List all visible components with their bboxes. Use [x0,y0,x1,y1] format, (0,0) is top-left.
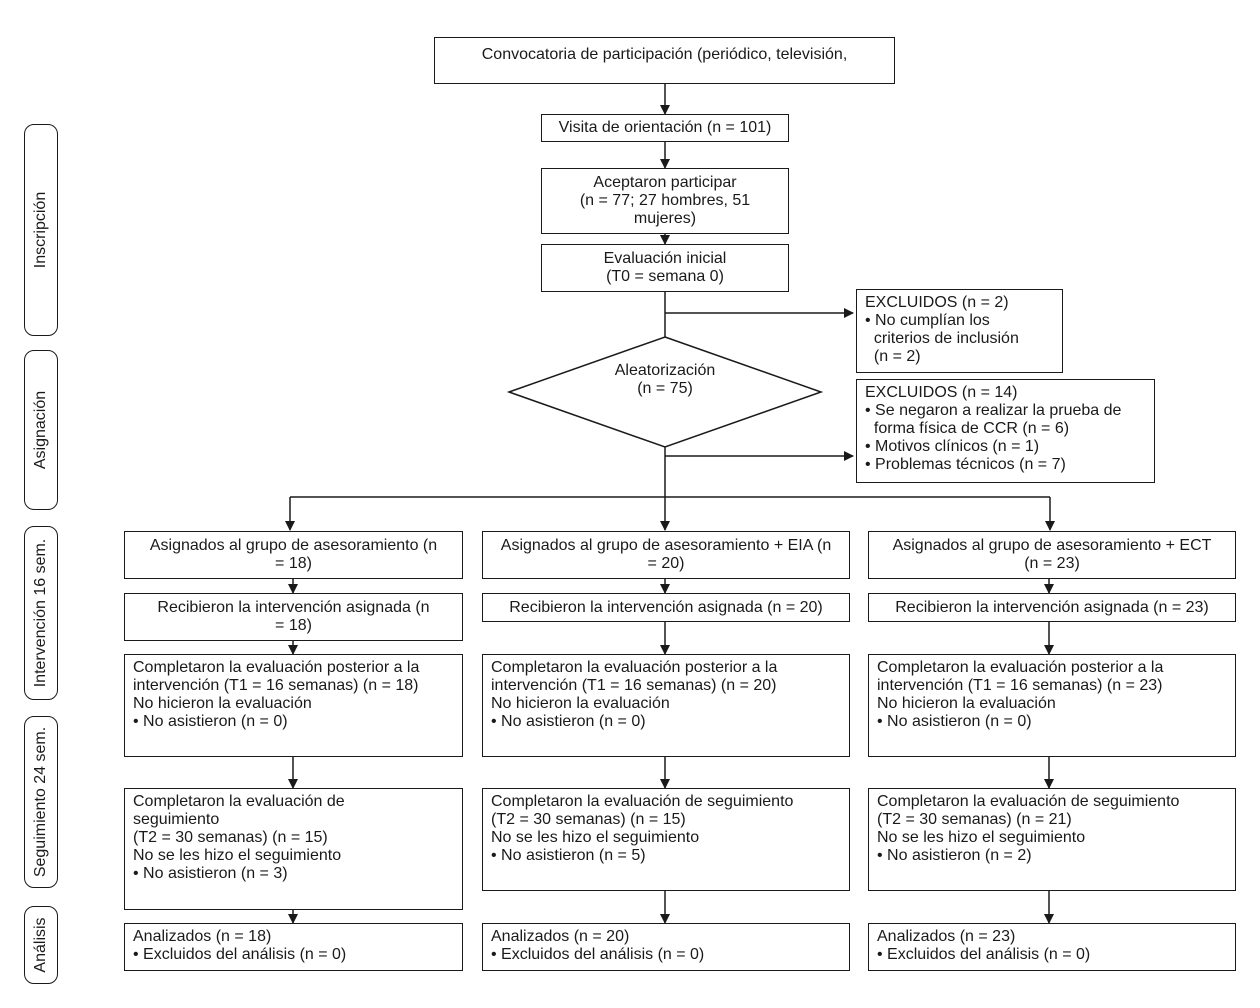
box-text: (T2 = 30 semanas) (n = 21) [877,811,1072,828]
box-text: intervención (T1 = 16 semanas) (n = 20) [491,677,777,694]
excluidos-box-2: EXCLUIDOS (n = 14) • Se negaron a realiz… [856,379,1155,483]
analizados-box-g2: Analizados (n = 20) • Excluidos del anál… [482,923,850,971]
box-text: Completaron la evaluación posterior a la [491,659,778,676]
box-text: • Motivos clínicos (n = 1) [865,438,1040,455]
box-text: Convocatoria de participación (periódico… [481,46,848,63]
box-text: Analizados (n = 20) [491,928,630,945]
stage-seguimiento: Seguimiento 24 sem. [24,716,58,888]
aceptaron-box: Aceptaron participar (n = 77; 27 hombres… [541,168,789,234]
convocatoria-box: Convocatoria de participación (periódico… [434,37,895,84]
box-text: mujeres) [633,210,697,227]
box-text: (n = 23) [1024,555,1080,572]
visita-box: Visita de orientación (n = 101) [541,114,789,142]
box-text: • Excluidos del análisis (n = 0) [877,946,1091,963]
box-text: • No asistieron (n = 5) [491,847,646,864]
completaron-t2-box-g3: Completaron la evaluación de seguimiento… [868,788,1236,891]
asignados-box-g3: Asignados al grupo de asesoramiento + EC… [868,531,1236,579]
analizados-box-g3: Analizados (n = 23) • Excluidos del anál… [868,923,1236,971]
box-text: No se les hizo el seguimiento [133,847,342,864]
box-text: (n = 75) [637,380,693,397]
box-text: • No asistieron (n = 3) [133,865,288,882]
box-text: • Excluidos del análisis (n = 0) [491,946,705,963]
completaron-t1-box-g3: Completaron la evaluación posterior a la… [868,654,1236,757]
box-text: Recibieron la intervención asignada (n [157,599,430,616]
box-text: (T0 = semana 0) [606,268,724,285]
box-text: Analizados (n = 18) [133,928,272,945]
box-text: • No asistieron (n = 0) [133,713,288,730]
box-text: Asignados al grupo de asesoramiento + EC… [892,537,1212,554]
box-text: No hicieron la evaluación [133,695,312,712]
box-text: Evaluación inicial [603,250,727,267]
box-text: Visita de orientación (n = 101) [558,119,772,136]
stage-asignacion: Asignación [24,350,58,510]
aleatorizacion-diamond [506,336,824,448]
box-text: No hicieron la evaluación [491,695,670,712]
box-text: No se les hizo el seguimiento [491,829,700,846]
box-text: (n = 77; 27 hombres, 51 [579,192,751,209]
box-text: EXCLUIDOS (n = 2) [865,294,1009,311]
recibieron-box-g2: Recibieron la intervención asignada (n =… [482,593,850,622]
box-text: intervención (T1 = 16 semanas) (n = 23) [877,677,1163,694]
box-text: Aceptaron participar [593,174,737,191]
stage-label: Análisis [32,917,49,973]
box-text: Completaron la evaluación posterior a la [133,659,420,676]
box-text: Analizados (n = 23) [877,928,1016,945]
stage-label: Inscripción [32,191,49,269]
box-text: = 20) [647,555,685,572]
box-text: EXCLUIDOS (n = 14) [865,384,1018,401]
stage-intervencion: Intervención 16 sem. [24,526,58,700]
box-text: • No asistieron (n = 0) [877,713,1032,730]
stage-analisis: Análisis [24,906,58,984]
box-text: = 18) [275,617,312,634]
evaluacion-inicial-box: Evaluación inicial (T0 = semana 0) [541,244,789,292]
box-text: Asignados al grupo de asesoramiento (n [149,537,438,554]
analizados-box-g1: Analizados (n = 18) • Excluidos del anál… [124,923,463,971]
box-text: No hicieron la evaluación [877,695,1056,712]
box-text: forma física de CCR (n = 6) [865,420,1070,437]
stage-inscripcion: Inscripción [24,124,58,336]
box-text: = 18) [275,555,312,572]
box-text: Completaron la evaluación de [133,793,345,810]
completaron-t2-box-g2: Completaron la evaluación de seguimiento… [482,788,850,891]
completaron-t2-box-g1: Completaron la evaluación de seguimiento… [124,788,463,910]
excluidos-box-1: EXCLUIDOS (n = 2) • No cumplían los crit… [856,289,1063,373]
recibieron-box-g3: Recibieron la intervención asignada (n =… [868,593,1236,622]
box-text: Completaron la evaluación de seguimiento [491,793,794,810]
completaron-t1-box-g1: Completaron la evaluación posterior a la… [124,654,463,757]
box-text: (T2 = 30 semanas) (n = 15) [133,829,328,846]
box-text: • Problemas técnicos (n = 7) [865,456,1066,473]
box-text: • No asistieron (n = 0) [491,713,646,730]
recibieron-box-g1: Recibieron la intervención asignada (n =… [124,593,463,641]
box-text: seguimiento [133,811,220,828]
box-text: • Excluidos del análisis (n = 0) [133,946,347,963]
box-text: Asignados al grupo de asesoramiento + EI… [500,537,832,554]
box-text: (n = 2) [865,348,921,365]
completaron-t1-box-g2: Completaron la evaluación posterior a la… [482,654,850,757]
box-text: Recibieron la intervención asignada (n =… [509,598,823,616]
asignados-box-g1: Asignados al grupo de asesoramiento (n =… [124,531,463,579]
box-text: intervención (T1 = 16 semanas) (n = 18) [133,677,419,694]
stage-label: Seguimiento 24 sem. [32,726,49,878]
box-text: Completaron la evaluación de seguimiento [877,793,1180,810]
box-text: • Se negaron a realizar la prueba de [865,402,1122,419]
box-text: No se les hizo el seguimiento [877,829,1086,846]
stage-label: Asignación [32,390,49,470]
box-text: Aleatorización [614,362,716,379]
box-text: criterios de inclusión [865,330,1019,347]
box-text: Completaron la evaluación posterior a la [877,659,1164,676]
stage-label: Intervención 16 sem. [32,538,49,688]
box-text: • No cumplían los [865,312,990,329]
asignados-box-g2: Asignados al grupo de asesoramiento + EI… [482,531,850,579]
box-text: (T2 = 30 semanas) (n = 15) [491,811,686,828]
box-text: Recibieron la intervención asignada (n =… [895,598,1209,616]
aleatorizacion-label: Aleatorización (n = 75) [585,362,745,398]
box-text: • No asistieron (n = 2) [877,847,1032,864]
